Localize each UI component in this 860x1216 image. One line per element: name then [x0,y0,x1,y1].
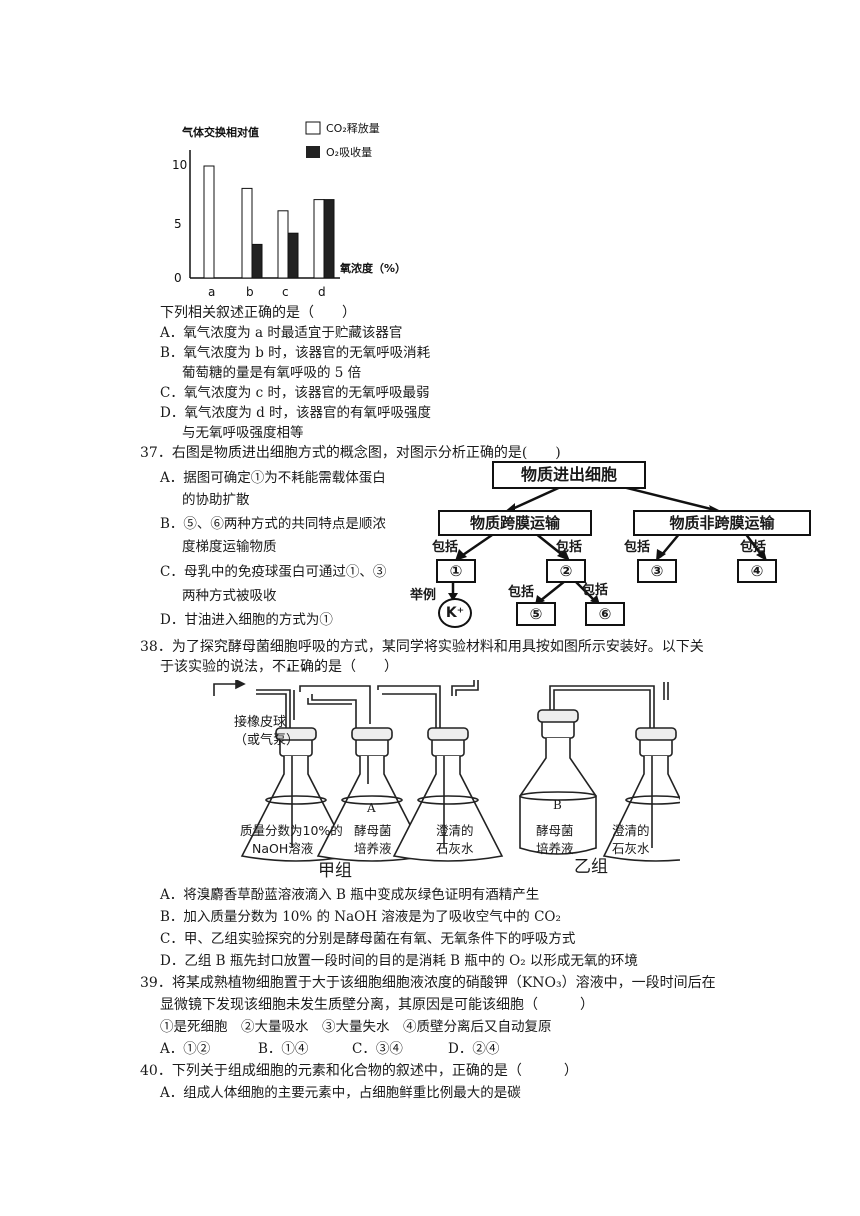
chart-x-label: 氧浓度（%） [339,261,406,275]
concept-transmembrane-box: 物质跨膜运输 [438,510,592,536]
q39-option-a: A．①② [160,1041,211,1057]
q36-option-d-line1: D．氧气浓度为 d 时，该器官的有氧呼吸强度 [160,405,432,421]
pump-label-line1: 接橡皮球 [234,715,287,730]
q37-option-b-line1: B．⑤、⑥两种方式的共同特点是顺浓 [160,516,386,532]
naoh-label-line2: NaOH溶液 [252,841,314,856]
x-tick-a: a [208,285,215,299]
x-tick-d: d [318,285,326,299]
y-tick-10: 10 [172,158,187,172]
chart-y-label: 气体交换相对值 [181,125,259,139]
legend-label-o2: O₂吸收量 [326,145,372,159]
flask-a-label: A [367,801,376,815]
lime-1-label-line1: 澄清的 [436,823,474,838]
q39-option-b: B．①④ [258,1041,309,1057]
bar-co2-b [241,187,253,279]
emphasis-dots: • • • [286,665,326,676]
x-tick-c: c [282,285,289,299]
q38-option-a: A．将溴麝香草酚蓝溶液滴入 B 瓶中变成灰绿色证明有酒精产生 [160,887,540,903]
gas-exchange-bar-chart: 气体交换相对值 CO₂释放量 O₂吸收量 10 5 0 氧浓度（%） a b c d [172,121,406,299]
legend-swatch-o2 [306,146,320,158]
concept-non-transmembrane-box: 物质非跨膜运输 [633,510,811,536]
q39-option-d: D．②④ [448,1041,500,1057]
concept-map-lines [448,483,767,605]
q40-option-a: A．组成人体细胞的主要元素中，占细胞鲜重比例最大的是碳 [160,1085,521,1101]
q39-stem-line2: 显微镜下发现该细胞未发生质壁分离，其原因是可能该细胞（ ） [160,997,594,1013]
group-jia-label: 甲组 [318,861,352,881]
lime-2-label-line2: 石灰水 [612,841,650,856]
yeast-b-label-line1: 酵母菌 [536,823,574,838]
q36-option-c: C．氧气浓度为 c 时，该器官的无氧呼吸最弱 [160,385,430,401]
chart-bars: a b c d [203,165,335,299]
q36-option-a: A．氧气浓度为 a 时最适宜于贮藏该器官 [160,325,403,341]
concept-node-4: ④ [737,559,777,583]
q36-option-b-line2: 葡萄糖的量是有氧呼吸的 5 倍 [182,365,362,381]
legend-swatch-co2 [305,121,321,135]
group-yi-label: 乙组 [574,857,608,877]
concept-node-3: ③ [637,559,677,583]
q38-stem-line1: 38．为了探究酵母菌细胞呼吸的方式，某同学将实验材料和用具按如图所示安装好。以下… [140,639,704,655]
yeast-a-label-line1: 酵母菌 [354,823,392,838]
bar-o2-d [323,199,335,279]
bar-o2-c [287,232,299,279]
include-label-5: 包括 [508,585,535,600]
y-tick-0: 0 [174,271,182,285]
q37-option-d: D．甘油进入细胞的方式为① [160,612,333,628]
bar-co2-c [277,210,289,279]
q38-option-b: B．加入质量分数为 10% 的 NaOH 溶液是为了吸收空气中的 CO₂ [160,909,561,925]
q37-option-a-line1: A．据图可确定①为不耗能需载体蛋白 [160,470,386,486]
q40-stem: 40．下列关于组成细胞的元素和化合物的叙述中，正确的是（ ） [140,1063,578,1079]
include-label-6: 包括 [582,583,609,598]
include-label-2: 包括 [556,540,583,555]
lime-2-label-line1: 澄清的 [612,823,650,838]
concept-node-2: ② [546,559,586,583]
concept-node-6: ⑥ [585,602,625,626]
q37-option-c-line2: 两种方式被吸收 [182,588,277,604]
legend-label-co2: CO₂释放量 [326,121,380,135]
include-label-3: 包括 [624,540,651,555]
q38-option-c: C．甲、乙组实验探究的分别是酵母菌在有氧、无氧条件下的呼吸方式 [160,931,576,947]
q36-option-d-line2: 与无氧呼吸强度相等 [182,425,304,441]
q39-option-c: C．③④ [352,1041,403,1057]
pump-label-line2: （或气泵） [234,733,300,748]
x-tick-b: b [246,285,254,299]
yeast-a-label-line2: 培养液 [354,841,392,856]
include-label-4: 包括 [740,540,767,555]
include-label-1: 包括 [432,540,459,555]
q39-stem-line1: 39．将某成熟植物细胞置于大于该细胞细胞液浓度的硝酸钾（KNO₃）溶液中，一段时… [140,975,716,991]
bar-co2-d [313,199,325,279]
bar-co2-a [203,165,215,279]
q37-option-b-line2: 度梯度运输物质 [182,539,277,555]
naoh-label-line1: 质量分数为10%的 [240,823,343,838]
concept-node-1: ① [436,559,476,583]
q38-option-d: D．乙组 B 瓶先封口放置一段时间的目的是消耗 B 瓶中的 O₂ 以形成无氧的环… [160,953,638,969]
q36-stem: 下列相关叙述正确的是（ ） [160,305,356,321]
q37-option-a-line2: 的协助扩散 [182,492,250,508]
q39-items: ①是死细胞 ②大量吸水 ③大量失水 ④质壁分离后又自动复原 [160,1019,552,1035]
yeast-b-label-line2: 培养液 [536,841,574,856]
lime-1-label-line2: 石灰水 [436,841,474,856]
yeast-respiration-apparatus [213,680,680,862]
y-tick-5: 5 [174,217,182,231]
bar-o2-b [251,243,263,279]
q38-stem-line2: 于该实验的说法，不正确的是（ ） [160,659,398,675]
concept-root-box: 物质进出细胞 [492,461,646,489]
concept-node-5: ⑤ [516,602,556,626]
example-label: 举例 [410,588,437,603]
q37-option-c-line1: C．母乳中的免疫球蛋白可通过①、③ [160,564,387,580]
q37-stem: 37．右图是物质进出细胞方式的概念图，对图示分析正确的是( ) [140,445,561,461]
q36-option-b-line1: B．氧气浓度为 b 时，该器官的无氧呼吸消耗 [160,345,431,361]
flask-b-label: B [553,798,562,812]
concept-k-ion-circle: K⁺ [438,598,472,628]
